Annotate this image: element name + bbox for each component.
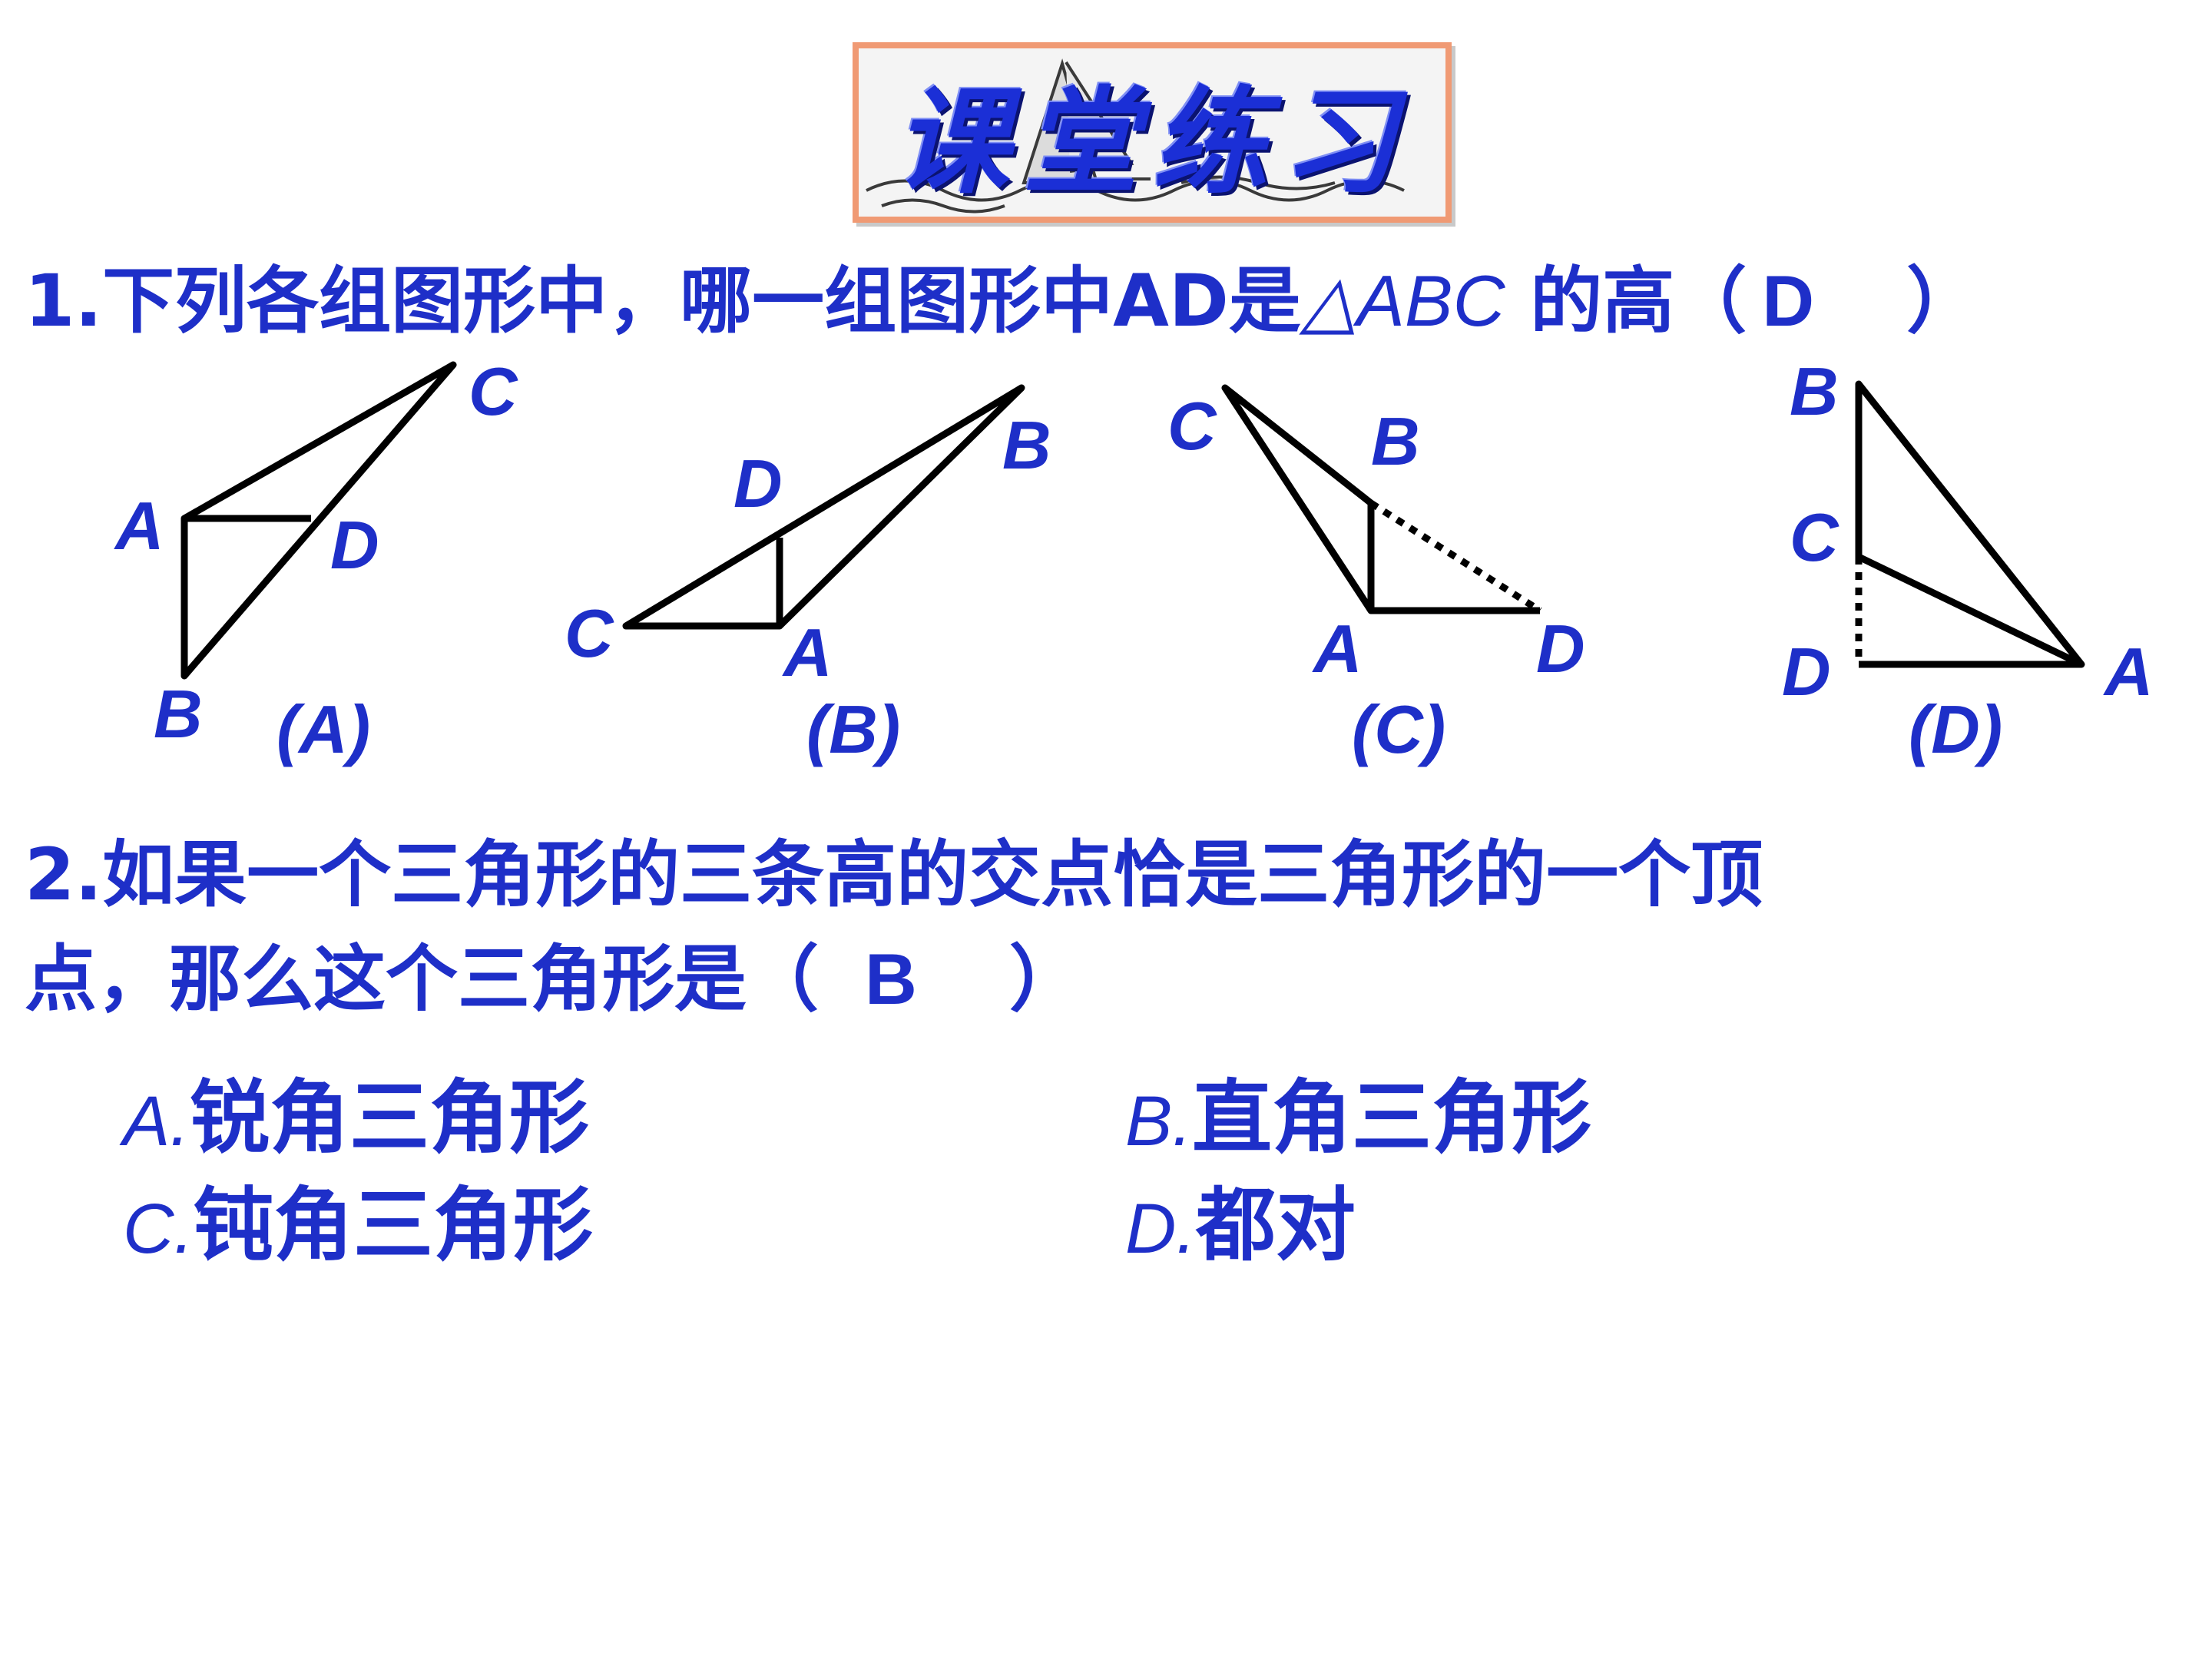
figure-a-label-c: C bbox=[469, 353, 518, 429]
option-a-text: 锐角三角形 bbox=[189, 1071, 589, 1164]
figure-b-label-a: A bbox=[782, 614, 833, 690]
figure-d-label-b: B bbox=[1790, 353, 1839, 429]
question-1: 1.下列各组图形中，哪一组图形中AD是△ABC 的高（D ） bbox=[25, 247, 1979, 356]
question-1-close: ） bbox=[1906, 260, 1979, 343]
question-2-line-2: 点，那么这个三角形是（ B ） bbox=[25, 926, 1081, 1034]
question-1-triangle: △ABC bbox=[1300, 260, 1505, 341]
figure-b-caption: (B) bbox=[806, 691, 900, 767]
option-b-letter: B. bbox=[1125, 1082, 1192, 1161]
figure-c-caption: (C) bbox=[1352, 691, 1445, 767]
figure-a-caption: (A) bbox=[276, 691, 370, 767]
title-banner: 课堂练习 bbox=[853, 42, 1452, 223]
option-a: A.锐角三角形 bbox=[123, 1064, 589, 1175]
question-1-text: 1.下列各组图形中，哪一组图形中AD是 bbox=[25, 260, 1301, 343]
figure-c-label-d: D bbox=[1536, 611, 1585, 687]
figure-d: B C D A (D) bbox=[1782, 353, 2154, 767]
figure-a-label-d: D bbox=[330, 507, 379, 583]
option-c-text: 钝角三角形 bbox=[194, 1178, 594, 1272]
figure-d-label-a: A bbox=[2103, 634, 2154, 710]
sailboat-wave-illustration bbox=[866, 58, 1405, 214]
figure-c-label-a: A bbox=[1312, 611, 1363, 687]
question-2-text: 点，那么这个三角形是（ bbox=[25, 938, 820, 1022]
option-d-letter: D. bbox=[1125, 1190, 1196, 1268]
banner-title: 课堂练习 bbox=[893, 75, 1410, 210]
figure-c: C B A D (C) bbox=[1167, 384, 1585, 767]
figure-c-label-c: C bbox=[1167, 388, 1217, 464]
figure-c-label-b: B bbox=[1371, 403, 1420, 479]
question-2-line-1: 2.如果一个三角形的三条高的交点恰是三角形的一个顶 bbox=[25, 833, 1763, 917]
figure-b: C D B A (B) bbox=[565, 384, 1051, 767]
option-b: B.直角三角形 bbox=[1125, 1064, 1591, 1175]
option-a-letter: A. bbox=[123, 1082, 190, 1161]
option-c-letter: C. bbox=[123, 1190, 194, 1268]
question-1-answer: D bbox=[1762, 260, 1815, 341]
option-c: C.钝角三角形 bbox=[123, 1171, 593, 1283]
option-b-text: 直角三角形 bbox=[1191, 1071, 1591, 1164]
figure-a: A C D B (A) bbox=[114, 353, 518, 767]
figure-a-label-a: A bbox=[114, 488, 164, 564]
option-d-text: 都对 bbox=[1196, 1178, 1356, 1272]
question-2-answer: B bbox=[865, 939, 917, 1019]
question-1-suffix: 的高（ bbox=[1505, 260, 1747, 343]
figure-d-label-d: D bbox=[1782, 634, 1831, 710]
figure-b-label-b: B bbox=[1002, 407, 1051, 483]
figure-d-label-c: C bbox=[1790, 499, 1839, 575]
figure-d-caption: (D) bbox=[1909, 691, 2002, 767]
figure-b-label-c: C bbox=[565, 595, 614, 671]
figure-b-label-d: D bbox=[733, 445, 783, 522]
figure-a-label-b: B bbox=[154, 676, 203, 752]
question-2-close: ） bbox=[1008, 938, 1081, 1022]
option-d: D.都对 bbox=[1125, 1171, 1356, 1283]
